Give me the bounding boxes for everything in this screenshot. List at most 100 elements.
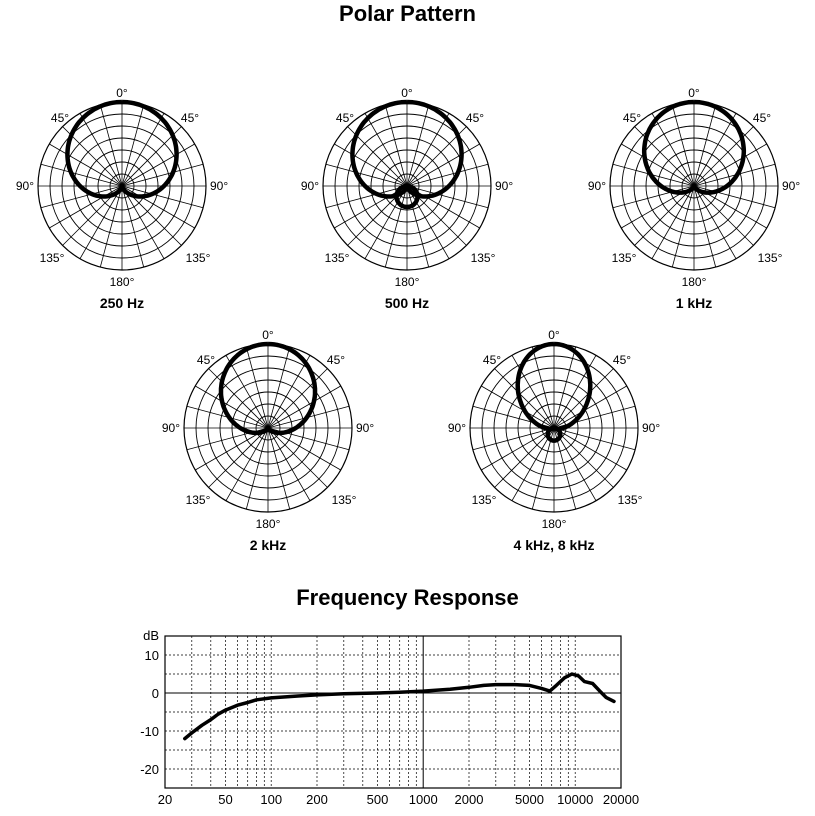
polar-spoke xyxy=(225,355,269,429)
angle-label-135-right: 135° xyxy=(186,251,211,265)
angle-label-180: 180° xyxy=(682,275,707,289)
polar-spoke xyxy=(406,143,480,187)
angle-label-135-right: 135° xyxy=(758,251,783,265)
polar-spoke xyxy=(325,185,408,209)
polar-spoke xyxy=(121,143,195,187)
angle-label-0: 0° xyxy=(688,86,700,100)
polar-spoke xyxy=(334,143,408,187)
polar-spoke xyxy=(121,163,204,187)
polar-spoke xyxy=(79,113,123,187)
polar-spoke xyxy=(406,163,489,187)
freq-x-tick-label: 2000 xyxy=(455,792,484,807)
angle-label-180: 180° xyxy=(395,275,420,289)
freq-x-tick-label: 20000 xyxy=(603,792,639,807)
angle-label-90-left: 90° xyxy=(448,421,466,435)
polar-pattern-curve xyxy=(65,99,179,199)
polar-pattern-curve xyxy=(218,341,318,436)
frequency-response-title: Frequency Response xyxy=(296,585,519,610)
polar-chart: 0°45°45°90°90°135°135°180°1 kHz xyxy=(588,86,801,311)
polar-spoke xyxy=(384,104,408,187)
polar-spoke xyxy=(121,185,145,268)
polar-spoke xyxy=(267,355,311,429)
polar-spoke xyxy=(693,104,717,187)
polar-spoke xyxy=(121,185,204,209)
freq-frame xyxy=(164,635,622,789)
angle-label-135-left: 135° xyxy=(612,251,637,265)
freq-y-tick-label: -10 xyxy=(140,724,159,739)
polar-chart: 0°45°45°90°90°135°135°180°500 Hz xyxy=(301,86,514,311)
polar-spoke xyxy=(79,185,123,259)
angle-label-0: 0° xyxy=(116,86,128,100)
polar-spoke xyxy=(553,368,614,429)
angle-label-45-right: 45° xyxy=(466,111,484,125)
angle-label-0: 0° xyxy=(262,328,274,342)
polar-spoke xyxy=(612,185,695,209)
freq-x-tick-label: 50 xyxy=(218,792,232,807)
polar-spoke xyxy=(634,185,695,246)
angle-label-90-right: 90° xyxy=(495,179,513,193)
polar-spoke xyxy=(99,104,123,187)
polar-chart: 0°45°45°90°90°135°135°180°4 kHz, 8 kHz xyxy=(448,328,661,553)
polar-spoke xyxy=(693,185,717,268)
angle-label-90-right: 90° xyxy=(782,179,800,193)
polar-caption: 1 kHz xyxy=(676,295,713,311)
angle-label-90-left: 90° xyxy=(162,421,180,435)
freq-x-tick-label: 20 xyxy=(158,792,172,807)
angle-label-135-left: 135° xyxy=(472,493,497,507)
polar-spoke xyxy=(225,427,269,501)
freq-x-tick-label: 5000 xyxy=(515,792,544,807)
freq-y-tick-label: 0 xyxy=(152,686,159,701)
polar-spoke xyxy=(621,143,695,187)
polar-spoke xyxy=(494,427,555,488)
freq-x-tick-label: 10000 xyxy=(557,792,593,807)
freq-x-tick-label: 500 xyxy=(367,792,389,807)
angle-label-45-left: 45° xyxy=(197,353,215,367)
angle-label-135-right: 135° xyxy=(471,251,496,265)
polar-chart: 0°45°45°90°90°135°135°180°250 Hz xyxy=(16,86,229,311)
polar-caption: 250 Hz xyxy=(100,295,144,311)
polar-spoke xyxy=(553,427,614,488)
polar-pattern-curve xyxy=(641,99,747,195)
freq-y-axis-label: dB xyxy=(143,628,159,643)
polar-spoke xyxy=(267,346,291,429)
freq-y-tick-label: -20 xyxy=(140,762,159,777)
freq-x-tick-label: 100 xyxy=(260,792,282,807)
angle-label-45-right: 45° xyxy=(613,353,631,367)
polar-spoke xyxy=(121,113,165,187)
angle-label-180: 180° xyxy=(256,517,281,531)
polar-spoke xyxy=(651,185,695,259)
freq-x-tick-label: 1000 xyxy=(409,792,438,807)
polar-spoke xyxy=(40,163,123,187)
polar-spoke xyxy=(40,185,123,209)
polar-spoke xyxy=(553,427,636,451)
polar-spoke xyxy=(208,427,269,488)
freq-x-tick-label: 200 xyxy=(306,792,328,807)
angle-label-0: 0° xyxy=(401,86,413,100)
angle-label-45-right: 45° xyxy=(181,111,199,125)
polar-spoke xyxy=(693,185,737,259)
angle-label-135-left: 135° xyxy=(186,493,211,507)
polar-spoke xyxy=(267,385,341,429)
angle-label-45-right: 45° xyxy=(753,111,771,125)
polar-spoke xyxy=(481,385,555,429)
angle-label-90-right: 90° xyxy=(642,421,660,435)
angle-label-135-left: 135° xyxy=(40,251,65,265)
polar-spoke xyxy=(121,104,145,187)
polar-spoke xyxy=(406,185,430,268)
angle-label-45-left: 45° xyxy=(483,353,501,367)
polar-spoke xyxy=(406,185,489,209)
polar-spoke xyxy=(364,113,408,187)
polar-spoke xyxy=(553,427,627,471)
polar-caption: 500 Hz xyxy=(385,295,429,311)
polar-spoke xyxy=(553,427,597,501)
polar-spoke xyxy=(121,185,165,259)
polar-caption: 2 kHz xyxy=(250,537,287,553)
polar-spoke xyxy=(384,185,408,268)
polar-spoke xyxy=(267,427,328,488)
angle-label-90-left: 90° xyxy=(16,179,34,193)
polar-spoke xyxy=(364,185,408,259)
polar-spoke xyxy=(195,385,269,429)
polar-spoke xyxy=(671,104,695,187)
